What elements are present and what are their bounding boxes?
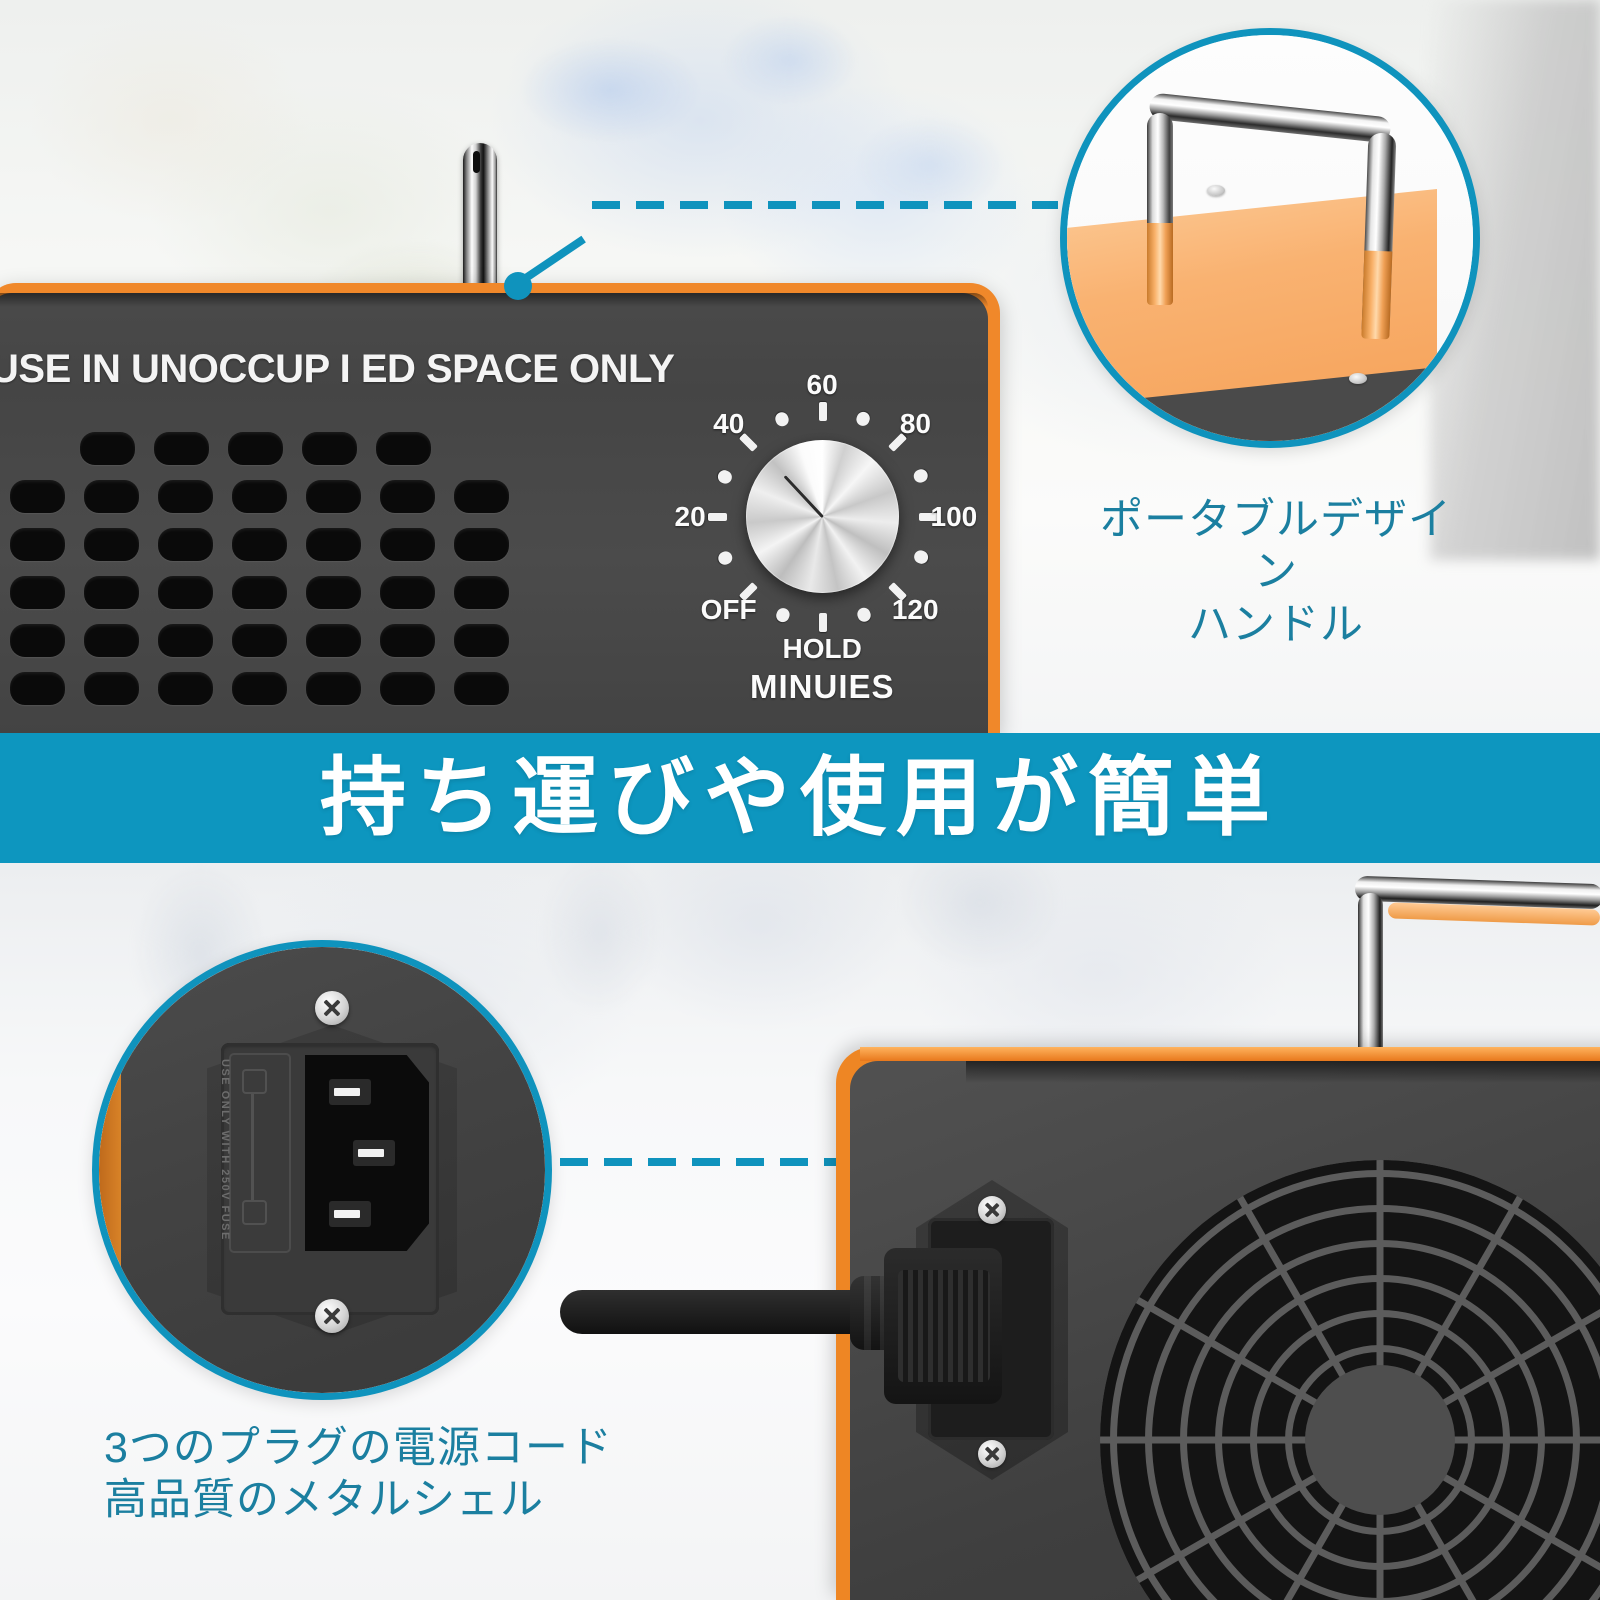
- vent-slot: [454, 528, 509, 561]
- device-front-panel: [0, 283, 1000, 735]
- vent-grille: [10, 432, 570, 728]
- dial-label-20: 20: [674, 501, 706, 532]
- vent-row: [80, 432, 431, 465]
- warning-label: USE IN UNOCCUP I ED SPACE ONLY: [0, 347, 675, 391]
- socket-screw-top: [315, 991, 349, 1025]
- vent-row: [10, 672, 509, 705]
- iec-pin-top: [329, 1079, 371, 1105]
- callout-handle-leg-left: [1147, 113, 1173, 305]
- vent-slot: [232, 624, 287, 657]
- dial-label-off: OFF: [700, 594, 757, 626]
- feature-banner: 持ち運びや使用が簡単: [0, 733, 1600, 863]
- timer-dial[interactable]: [672, 382, 972, 652]
- vent-slot: [84, 576, 139, 609]
- vent-row: [10, 576, 509, 609]
- vent-slot: [454, 624, 509, 657]
- chrome-handle-post: [463, 143, 497, 295]
- caption-socket: 3つのプラグの電源コード 高品質のメタルシェル: [104, 1424, 613, 1525]
- vent-slot: [84, 528, 139, 561]
- dial-label-hold: HOLD: [782, 633, 862, 664]
- callout-circle-handle: [1060, 28, 1480, 448]
- vent-slot: [84, 672, 139, 705]
- banner-headline: 持ち運びや使用が簡単: [320, 750, 1280, 846]
- vent-slot: [158, 672, 213, 705]
- iec-pin-middle: [353, 1140, 395, 1166]
- vent-slot: [10, 480, 65, 513]
- vent-slot: [232, 528, 287, 561]
- fuse-label: USE ONLY WITH 250V FUSE: [219, 1059, 231, 1241]
- vent-slot: [380, 576, 435, 609]
- vent-slot: [10, 576, 65, 609]
- vent-slot: [84, 480, 139, 513]
- vent-slot: [84, 624, 139, 657]
- vent-row: [10, 624, 509, 657]
- vent-slot: [376, 432, 431, 465]
- rear-orange-top-edge: [860, 1047, 1600, 1061]
- vent-slot: [10, 672, 65, 705]
- vent-slot: [154, 432, 209, 465]
- rear-iec-screw-top: [978, 1196, 1006, 1224]
- vent-slot: [306, 672, 361, 705]
- vent-slot: [10, 624, 65, 657]
- vent-slot: [232, 576, 287, 609]
- rear-handle-leg: [1358, 893, 1383, 1063]
- vent-slot: [302, 432, 357, 465]
- vent-row: [10, 528, 509, 561]
- vent-slot: [380, 480, 435, 513]
- iec-pin-bottom: [329, 1201, 371, 1227]
- vent-slot: [454, 576, 509, 609]
- callout-handle-screw-top: [1207, 185, 1225, 196]
- vent-slot: [232, 480, 287, 513]
- vent-slot: [380, 528, 435, 561]
- vent-slot: [80, 432, 135, 465]
- vent-slot: [380, 624, 435, 657]
- vent-slot: [158, 624, 213, 657]
- vent-slot: [454, 480, 509, 513]
- leader-line-socket-dashed: [560, 1158, 952, 1166]
- caption-handle: ポータブルデザイン ハンドル: [1100, 496, 1452, 649]
- leader-line-handle-dashed: [592, 201, 1058, 209]
- dial-unit-label: MINUIES: [750, 668, 895, 705]
- rear-iec-screw-bottom: [978, 1440, 1006, 1468]
- vent-row: [10, 480, 509, 513]
- rear-panel-top-shadow: [966, 1061, 1600, 1083]
- dial-label-60: 60: [806, 369, 838, 400]
- vent-slot: [306, 528, 361, 561]
- socket-screw-bottom: [315, 1299, 349, 1333]
- vent-slot: [158, 480, 213, 513]
- vent-slot: [158, 528, 213, 561]
- dial-knob[interactable]: [746, 440, 899, 593]
- dial-label-100: 100: [930, 501, 978, 532]
- fan-hub: [1305, 1365, 1455, 1515]
- vent-slot: [306, 576, 361, 609]
- vent-slot: [454, 672, 509, 705]
- fan-grille: [1100, 1160, 1600, 1600]
- callout-circle-socket: USE ONLY WITH 250V FUSE: [92, 940, 552, 1400]
- fan-spoke: [1376, 1440, 1384, 1600]
- vent-slot: [228, 432, 283, 465]
- callout-handle-screw-bottom: [1349, 373, 1367, 384]
- dial-label-40: 40: [713, 407, 745, 439]
- iec-c14-inlet: [305, 1055, 429, 1251]
- dial-label-120: 120: [891, 594, 939, 626]
- vent-slot: [306, 624, 361, 657]
- dial-label-80: 80: [899, 407, 931, 439]
- dial-tick-marks: [672, 382, 972, 652]
- vent-slot: [380, 672, 435, 705]
- rear-iec-plug: [884, 1248, 1002, 1404]
- vent-slot: [10, 528, 65, 561]
- vent-slot: [232, 672, 287, 705]
- vent-slot: [158, 576, 213, 609]
- vent-slot: [306, 480, 361, 513]
- fuse-clip-graphic: [242, 1069, 267, 1225]
